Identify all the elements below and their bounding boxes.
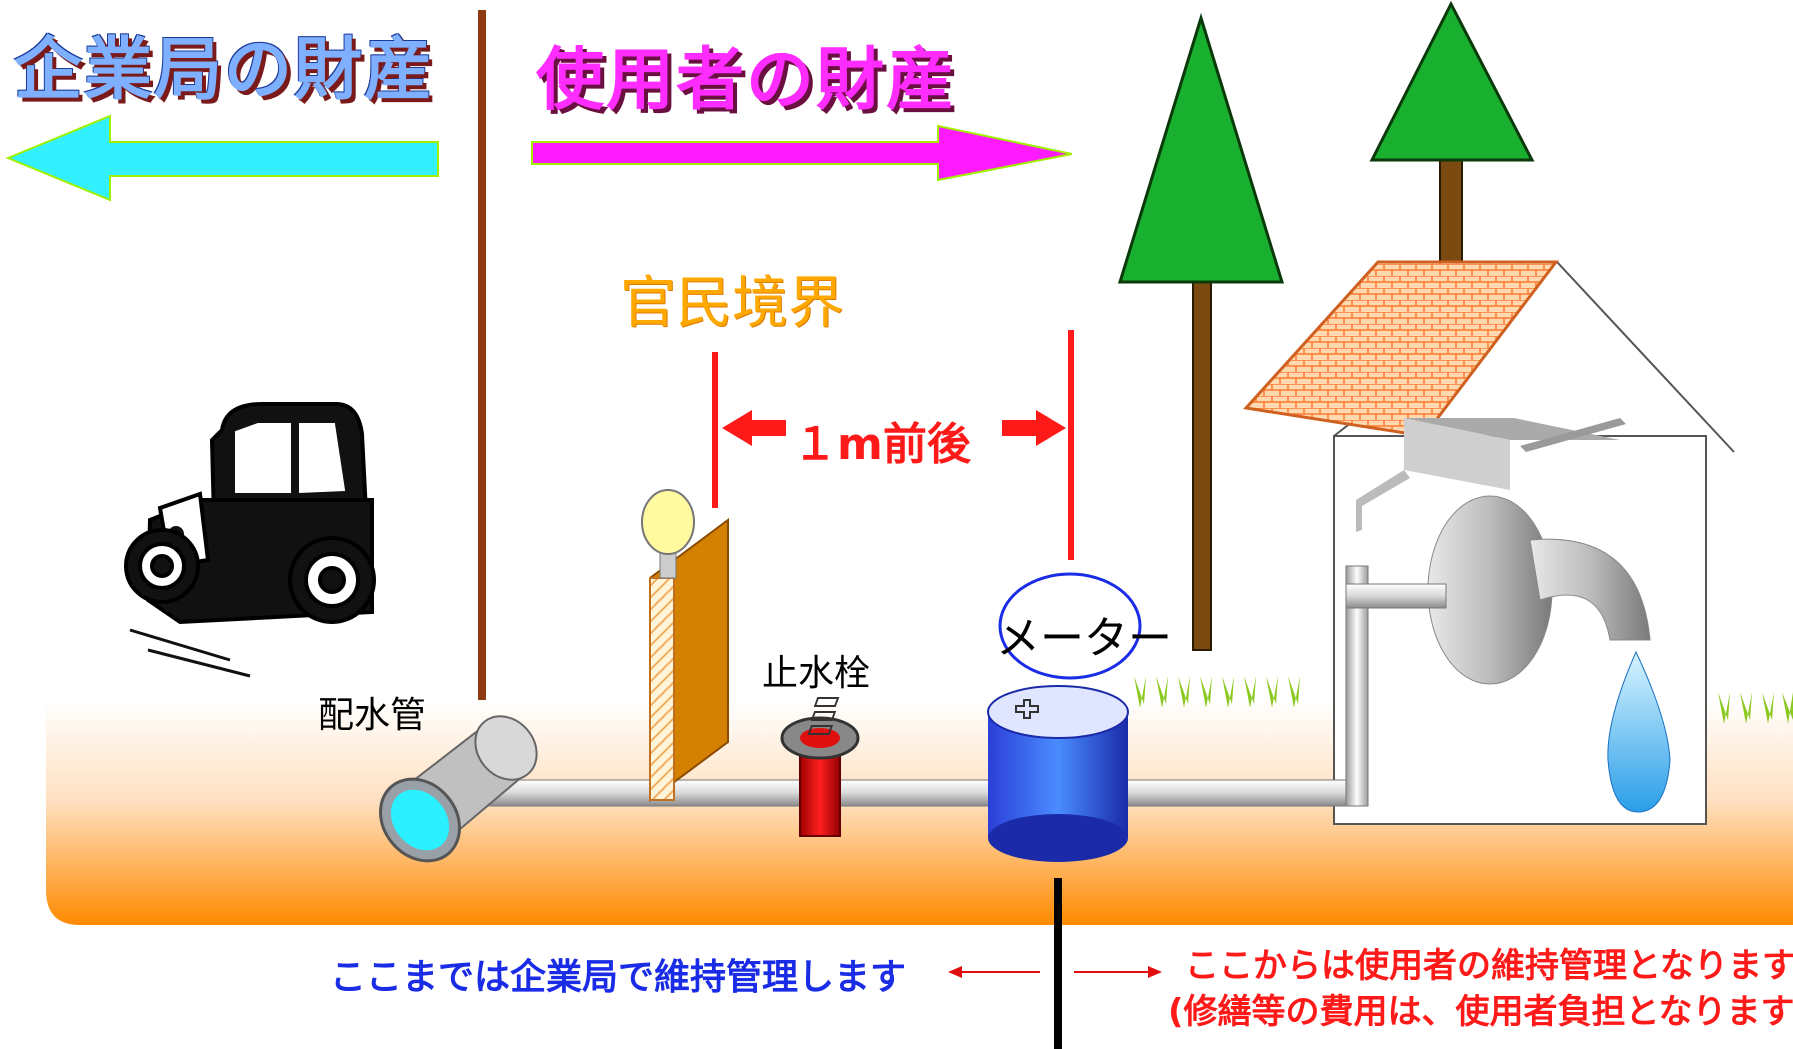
grass-icon-left xyxy=(1134,676,1300,708)
water-drop-icon xyxy=(1607,650,1671,813)
tree-icon-right xyxy=(1369,0,1535,269)
user-cost-note: (修繕等の費用は、使用者負担となります) xyxy=(1168,992,1793,1032)
distance-arrow-left-icon xyxy=(722,410,786,446)
enterprise-maintenance-note: ここまでは企業局で維持管理します xyxy=(330,957,907,998)
faucet-icon xyxy=(1356,418,1651,685)
water-pipe xyxy=(429,565,1447,807)
right-arrow-icon xyxy=(531,124,1073,182)
main-pipe-label: 配水管 xyxy=(318,695,427,736)
note-arrow-left-icon xyxy=(948,966,1040,978)
lamp-icon xyxy=(641,489,729,802)
user-property-heading: 使用者の財産 xyxy=(536,41,957,120)
boundary-line-left xyxy=(712,352,718,508)
public-private-boundary-label: 官民境界 xyxy=(620,271,844,336)
boundary-line-right xyxy=(1068,330,1074,560)
meter-label-bubble xyxy=(998,572,1142,680)
note-arrow-right-icon xyxy=(1074,966,1162,978)
meter-label: メーター xyxy=(996,613,1172,664)
left-arrow-icon xyxy=(5,114,439,202)
property-divider-line xyxy=(478,10,486,700)
distance-label: １m前後 xyxy=(793,419,971,470)
enterprise-property-heading: 企業局の財産 xyxy=(14,31,435,110)
roof xyxy=(1243,260,1560,438)
grass-icon-right xyxy=(1718,692,1793,724)
stop-valve-label: 止水栓 xyxy=(762,653,871,694)
main-pipe-icon xyxy=(378,715,538,863)
bottom-divider-line xyxy=(1054,878,1062,1049)
distance-arrow-right-icon xyxy=(1002,410,1066,446)
car-icon xyxy=(124,402,376,678)
tree-icon-left xyxy=(1117,12,1285,651)
user-maintenance-note: ここからは使用者の維持管理となります xyxy=(1185,946,1793,986)
water-meter-icon xyxy=(807,685,1129,862)
